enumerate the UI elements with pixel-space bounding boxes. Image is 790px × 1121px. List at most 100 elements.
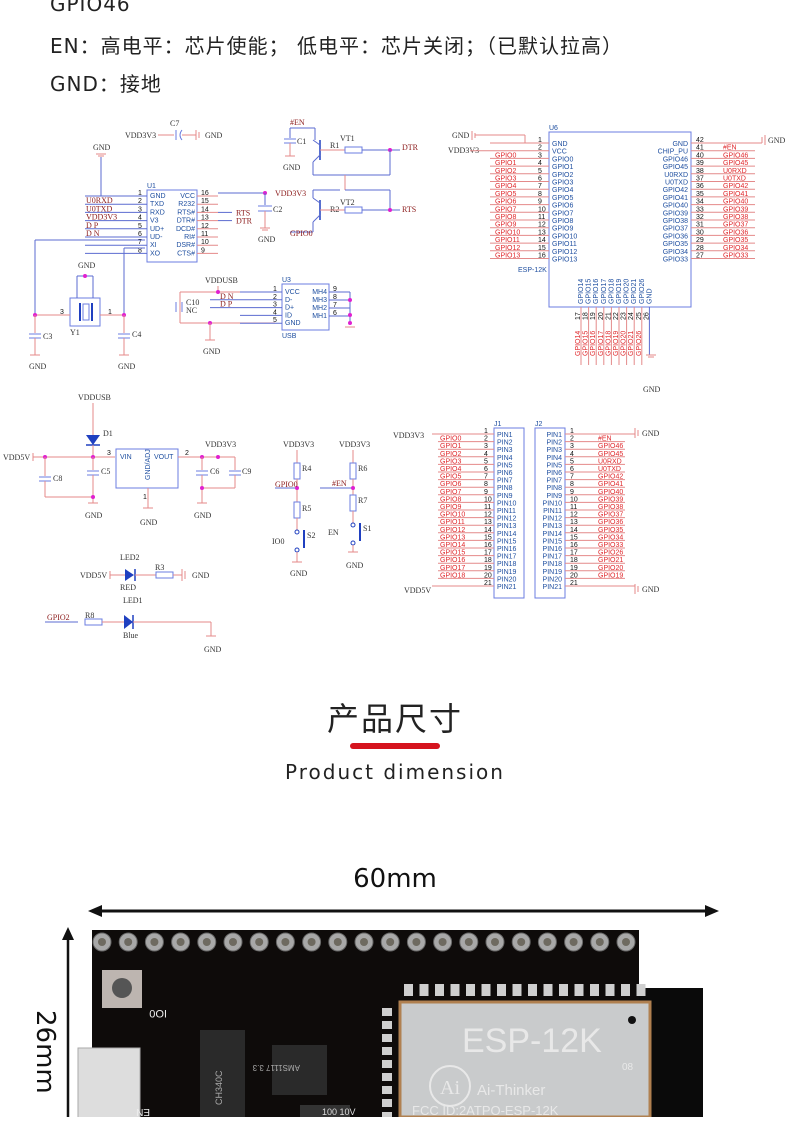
- u6-net-label: GPIO13: [495, 253, 520, 260]
- u6-net-label: #EN: [723, 145, 737, 152]
- u3-pin-number: 1: [273, 286, 277, 293]
- j2-net-label: GPIO36: [598, 519, 623, 526]
- j1-pin-name: PIN9: [497, 493, 513, 500]
- j1-net-label: GPIO11: [440, 519, 465, 526]
- j1-pin-name: PIN18: [497, 561, 517, 568]
- j2-pin-number: 21: [570, 580, 578, 587]
- u6-pin-number: 22: [613, 312, 620, 320]
- vdd3v3-label: VDD3V3: [283, 440, 314, 449]
- gnd-label: GND: [642, 585, 660, 594]
- u6-net-label: GPIO11: [495, 237, 520, 244]
- u6-net-label: GPIO34: [723, 245, 748, 252]
- j1-net-label: GPIO12: [440, 527, 465, 534]
- u1-pin-number: 15: [201, 198, 209, 205]
- u6-net-label: GPIO6: [495, 199, 517, 206]
- j1-pin-name: PIN13: [497, 523, 517, 530]
- ams1117-text: AMS1117 3.3: [252, 1063, 300, 1072]
- header-pin-hole: [281, 938, 290, 946]
- u3-pin-number: 7: [333, 302, 337, 309]
- width-arrow-left-head: [88, 905, 102, 917]
- fcc-text: FCC ID:2ATPO-ESP-12K: [412, 1103, 559, 1117]
- u6-pin-number: 33: [696, 206, 704, 213]
- u6-pin-number: 24: [628, 312, 635, 320]
- j2-pin-name: PIN16: [543, 546, 563, 553]
- u6-pin-name: GPIO45: [663, 164, 688, 171]
- j2-pin-number: 16: [570, 542, 578, 549]
- j1-pin-number: 13: [484, 519, 492, 526]
- capacitor: [300, 1105, 350, 1120]
- u1-ref: U1: [147, 183, 156, 190]
- j2-pin-number: 18: [570, 557, 578, 564]
- u1-pin-number: 9: [201, 247, 205, 254]
- u1-pin-name: RXD: [150, 209, 165, 216]
- module-pad: [559, 984, 568, 996]
- j2-net-label: GPIO35: [598, 527, 623, 534]
- c5-label: C5: [101, 467, 110, 476]
- u3-pin-name: VCC: [285, 289, 300, 296]
- j1-pin-name: PIN6: [497, 470, 513, 477]
- header-pin-hole: [124, 938, 133, 946]
- u6-pin-name: GPIO5: [552, 195, 574, 202]
- j1-pin-name: PIN17: [497, 554, 517, 561]
- j1-pin-name: PIN15: [497, 538, 517, 545]
- u1-pin-number: 4: [138, 215, 142, 222]
- u6-pin-number: 28: [696, 245, 704, 252]
- u1-pin-name: RTS#: [177, 209, 195, 216]
- j1-pin-number: 15: [484, 534, 492, 541]
- vdd3v3-label: VDD3V3: [448, 146, 479, 155]
- j2-pin-number: 11: [570, 504, 577, 511]
- j2-pin-number: 13: [570, 519, 578, 526]
- j2-net-label: GPIO38: [598, 504, 623, 511]
- u3-pin-name: MH2: [312, 305, 327, 312]
- u6-pin-name: GPIO1: [552, 164, 574, 171]
- u6-net-label: GPIO20: [621, 331, 628, 356]
- en-label: EN: [328, 528, 339, 537]
- vddusb-label: VDDUSB: [205, 276, 238, 285]
- u6-net-label: GPIO19: [613, 331, 620, 356]
- header-pin-hole: [386, 938, 395, 946]
- j1-net-label: GPIO4: [440, 466, 462, 473]
- module-pad: [512, 984, 522, 996]
- gnd-label: GND: [452, 131, 470, 140]
- j1-pin-number: 3: [484, 443, 488, 450]
- u6-pin-name: GPIO41: [663, 195, 688, 202]
- gnd-label: GND: [346, 561, 364, 570]
- j2-pin-name: PIN9: [546, 493, 562, 500]
- module-pad: [382, 1073, 392, 1081]
- j2-pin-number: 7: [570, 474, 574, 481]
- cap-text: 100 10V: [322, 1107, 356, 1117]
- u6-pin-name: U0RXD: [664, 172, 688, 179]
- u6-pin-number: 25: [636, 312, 643, 320]
- u1-pin-name: UD+: [150, 226, 164, 233]
- u6-pin-name: GPIO6: [552, 203, 574, 210]
- u6-pin-name: GPIO11: [552, 241, 577, 248]
- u6-pin-number: 8: [538, 191, 542, 198]
- c4-label: C4: [132, 330, 141, 339]
- header-pin-hole: [307, 938, 316, 946]
- gpio0-net: GPIO0: [275, 480, 298, 489]
- u6-pin-name: GND: [672, 141, 688, 148]
- j1-pin-name: PIN1: [497, 432, 513, 439]
- u3-net-label: D N: [220, 292, 234, 301]
- u3-pin-number: 4: [273, 309, 277, 316]
- module-pad: [382, 1008, 392, 1016]
- header-pin-hole: [202, 938, 211, 946]
- u6-net-label: GPIO42: [723, 183, 748, 190]
- u6-pin-number: 34: [696, 199, 704, 206]
- j2-net-label: GPIO37: [598, 512, 623, 519]
- en-net: #EN: [332, 479, 347, 488]
- j2-net-label: GPIO46: [598, 443, 623, 450]
- u1-pin-name: GND: [150, 193, 166, 200]
- j1-pin-name: PIN11: [497, 508, 516, 515]
- io0-silk: IO0: [149, 1007, 167, 1019]
- module-pad: [382, 1086, 392, 1094]
- u1-net-label: VDD3V3: [86, 213, 117, 222]
- j2-pin-name: PIN5: [546, 462, 562, 469]
- header-pin-hole: [412, 938, 421, 946]
- j1-pin-number: 5: [484, 458, 488, 465]
- u6-net-label: GPIO21: [628, 331, 635, 356]
- j1-net-label: GPIO13: [440, 534, 465, 541]
- section-title-cn: 产品尺寸: [326, 700, 463, 738]
